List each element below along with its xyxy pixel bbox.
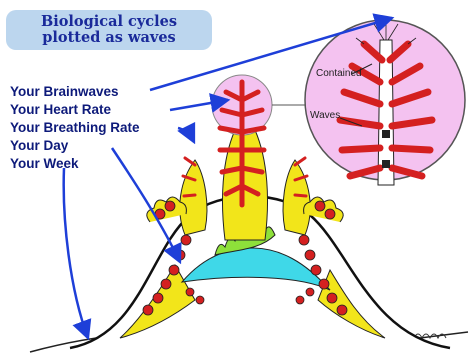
label-brainwaves: Your Brainwaves	[10, 84, 119, 99]
title-box: Biological cycles plotted as waves	[6, 10, 212, 50]
label-breathing-rate: Your Breathing Rate	[10, 120, 140, 135]
label-heart-rate: Your Heart Rate	[10, 102, 111, 117]
inset-label-waves: Waves	[310, 110, 340, 121]
branch-left-yellow	[180, 160, 207, 235]
title-line-2: plotted as waves	[6, 30, 212, 46]
inset-label-contained: Contained	[316, 68, 362, 79]
branch-right-yellow	[283, 160, 310, 235]
title-line-1: Biological cycles	[6, 14, 212, 30]
label-day: Your Day	[10, 138, 68, 153]
label-week: Your Week	[10, 156, 79, 171]
